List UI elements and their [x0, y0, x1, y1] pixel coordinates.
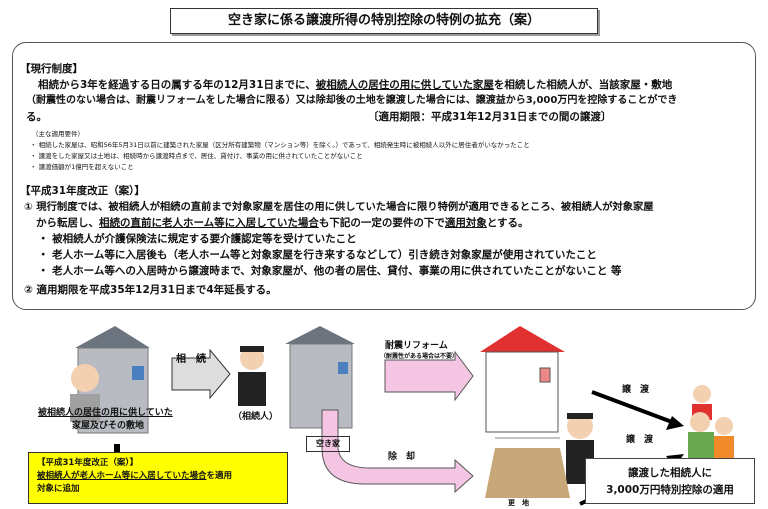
requirement-item: ・ 譲渡をした家屋又は土地は、相続時から譲渡時点まで、居住、貸付け、事業の用に供… [30, 152, 363, 160]
current-line1: 相続から3年を経過する日の属する年の12月31日までに、被相続人の居住の用に供し… [38, 79, 673, 91]
reform-bullet: ・ 老人ホーム等への入居時から譲渡時まで、対象家屋が、他の者の居住、貸付、事業の… [38, 265, 622, 277]
reform-note: （耐震性がある場合は不要） [380, 353, 459, 360]
inherit-arrow [171, 348, 231, 400]
callout-line1: 譲渡した相続人に [628, 467, 712, 479]
current-heading: 【現行制度】 [20, 63, 83, 75]
elderly-person-icon [70, 364, 100, 422]
diagram-graphics [70, 326, 734, 506]
current-line2: （耐震性のない場合は、耐震リフォームをした場合に限る）又は除却後の土地を譲渡した… [26, 95, 678, 106]
inherit-label: 相 続 [176, 354, 206, 365]
reform-highlight-box: 【平成31年度改正（案）】 被相続人が老人ホーム等に入居していた場合を適用 対象… [28, 452, 288, 504]
highlight-heading: 【平成31年度改正（案）】 [37, 458, 139, 468]
reform-item2: ② 適用期限を平成35年12月31日まで4年延長する。 [24, 284, 277, 296]
transfer-label-lower: 譲 渡 [626, 435, 654, 445]
reform-item1-line2: から転居し、相続の直前に老人ホーム等に入居していた場合も下記の一定の要件の下で適… [36, 217, 529, 229]
demolish-label: 除 却 [388, 452, 416, 462]
current-period: 〔適用期限：平成31年12月31日までの間の譲渡〕 [368, 111, 612, 123]
reform-bullet: ・ 被相続人が介護保険法に規定する要介護認定等を受けていたこと [38, 233, 357, 245]
vacant-house-illustration [285, 326, 355, 429]
vacant-lot-illustration [485, 437, 570, 498]
transfer-arrow-upper [591, 390, 673, 424]
requirement-item: ・ 相続した家屋は、昭和56年5月31日以前に建築された家屋（区分所有建築物（マ… [30, 141, 530, 149]
reform-arrow [384, 350, 474, 402]
vacant-house-label: 空き家 [306, 436, 350, 452]
reform-bullet: ・ 老人ホーム等に入居後も（老人ホーム等と対象家屋を行き来するなどして）引き続き… [38, 249, 597, 261]
transfer-label-upper: 譲 渡 [622, 385, 650, 395]
reform-label: 耐震リフォーム [385, 341, 448, 351]
renovated-house-illustration [480, 326, 565, 433]
reform-item1-line1: ① 現行制度では、被相続人が相続の直前まで対象家屋を居住の用に供していた場合に限… [24, 201, 654, 213]
reform-heading: 【平成31年度改正（案）】 [20, 185, 145, 197]
house-caption-line1: 被相続人の居住の用に供していた [38, 408, 173, 418]
page-title: 空き家に係る譲渡所得の特別控除の特例の拡充（案） [170, 8, 598, 34]
heir-person-icon [238, 346, 266, 406]
demolish-arrow [321, 409, 474, 494]
buyer-family-icon [688, 385, 734, 466]
vacant-lot-label: 更 地 [508, 499, 529, 507]
requirements-heading: （主な適用要件） [32, 130, 84, 138]
highlight-line1: 被相続人が老人ホーム等に入居していた場合を適用 [37, 471, 233, 481]
callout-line2: 3,000万円特別控除の適用 [606, 484, 734, 496]
requirement-item: ・ 譲渡価額が1億円を超えないこと [30, 163, 134, 171]
summary-box [12, 42, 756, 310]
house-caption-line2: 家屋及びその敷地 [72, 421, 145, 431]
current-line3: る。 [26, 111, 47, 123]
highlight-line2: 対象に追加 [37, 484, 80, 494]
deduction-callout: 譲渡した相続人に 3,000万円特別控除の適用 [585, 458, 755, 504]
heir-label: （相続人） [233, 412, 279, 422]
